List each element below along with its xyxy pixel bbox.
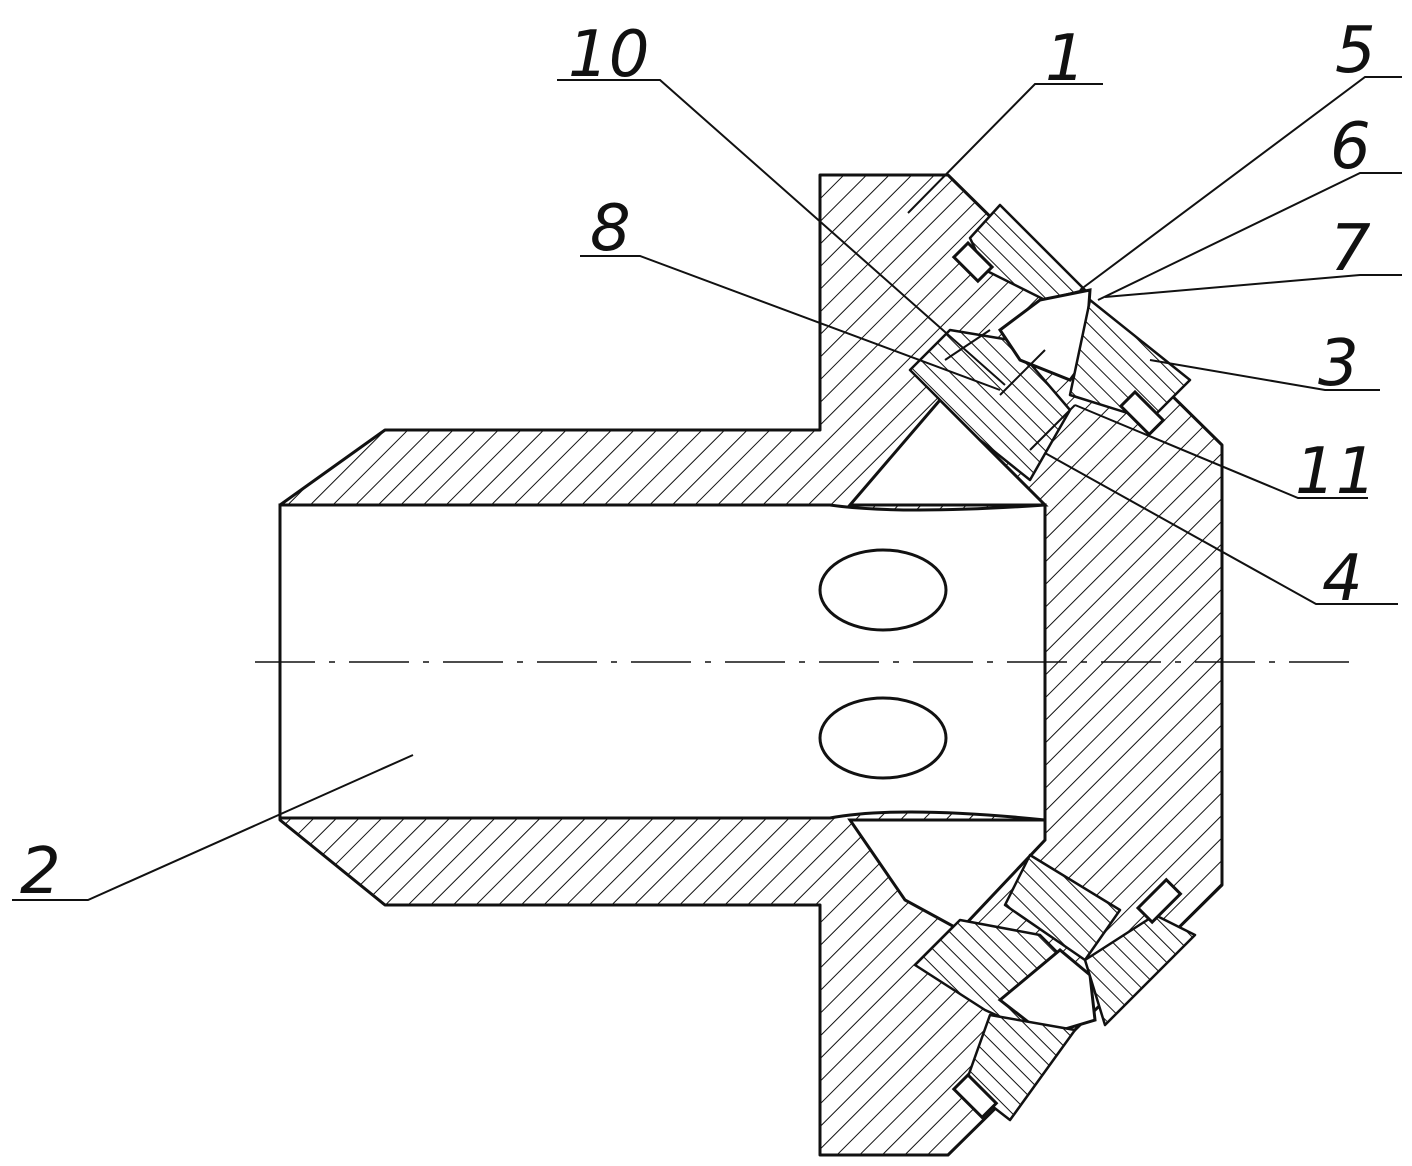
callout-7: 7 — [1330, 212, 1371, 286]
oval-port-lower — [818, 696, 948, 780]
callout-8: 8 — [590, 192, 631, 266]
callout-3: 3 — [1318, 327, 1359, 401]
lower-bearing-assembly — [913, 853, 1197, 1122]
upper-cap-stud — [951, 240, 995, 284]
callout-1: 1 — [1045, 22, 1086, 96]
callout-4: 4 — [1322, 542, 1363, 616]
inner-cavity-lower — [847, 818, 1047, 932]
leader-lines — [12, 76, 1402, 901]
oval-port-upper — [818, 548, 948, 632]
callout-6: 6 — [1330, 110, 1371, 184]
callout-11: 11 — [1295, 435, 1376, 509]
upper-bearing-assembly — [908, 203, 1192, 482]
callout-labels: 1 2 3 4 5 6 7 8 10 11 — [20, 14, 1376, 909]
callout-10: 10 — [568, 18, 649, 92]
callout-2: 2 — [20, 835, 61, 909]
callout-5: 5 — [1335, 14, 1376, 88]
inner-cavity-upper — [846, 397, 1049, 507]
